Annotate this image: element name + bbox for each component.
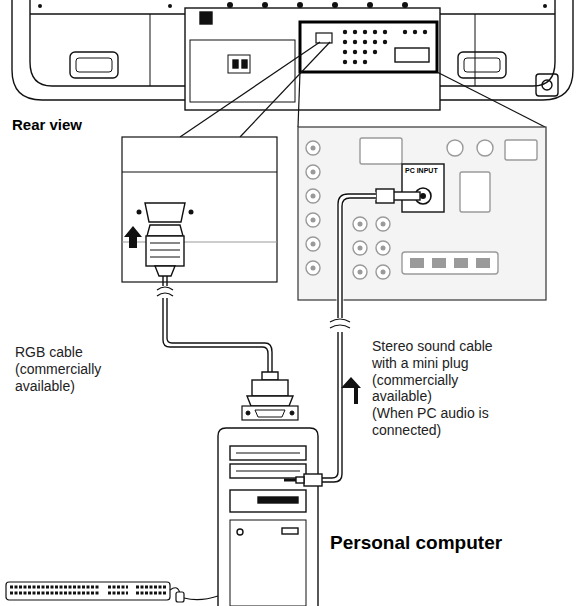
pc-input-block [402, 164, 444, 212]
rgb-zoom-panel [122, 137, 277, 282]
cable-label: RGB cable (commercially available) [15, 344, 115, 394]
port-panel [300, 22, 437, 72]
cable-label: Stereo sound cable with a mini plug (com… [372, 338, 512, 405]
zoom-leaders [180, 42, 545, 137]
view-label: Rear view [12, 116, 82, 134]
tv-rear [12, 0, 573, 110]
insert-arrow [341, 377, 361, 404]
mini-plug [284, 474, 322, 486]
rgb-cable [157, 276, 298, 420]
port-label: PC INPUT [405, 167, 438, 175]
cable-note: (When PC audio is connected) [372, 405, 512, 439]
pc-tower [218, 428, 318, 606]
screws [38, 2, 547, 8]
insert-arrow [124, 226, 142, 248]
stereo-cable [322, 189, 420, 482]
keyboard [6, 582, 218, 602]
audio-zoom-panel [298, 127, 546, 300]
device-label: Personal computer [330, 532, 502, 555]
